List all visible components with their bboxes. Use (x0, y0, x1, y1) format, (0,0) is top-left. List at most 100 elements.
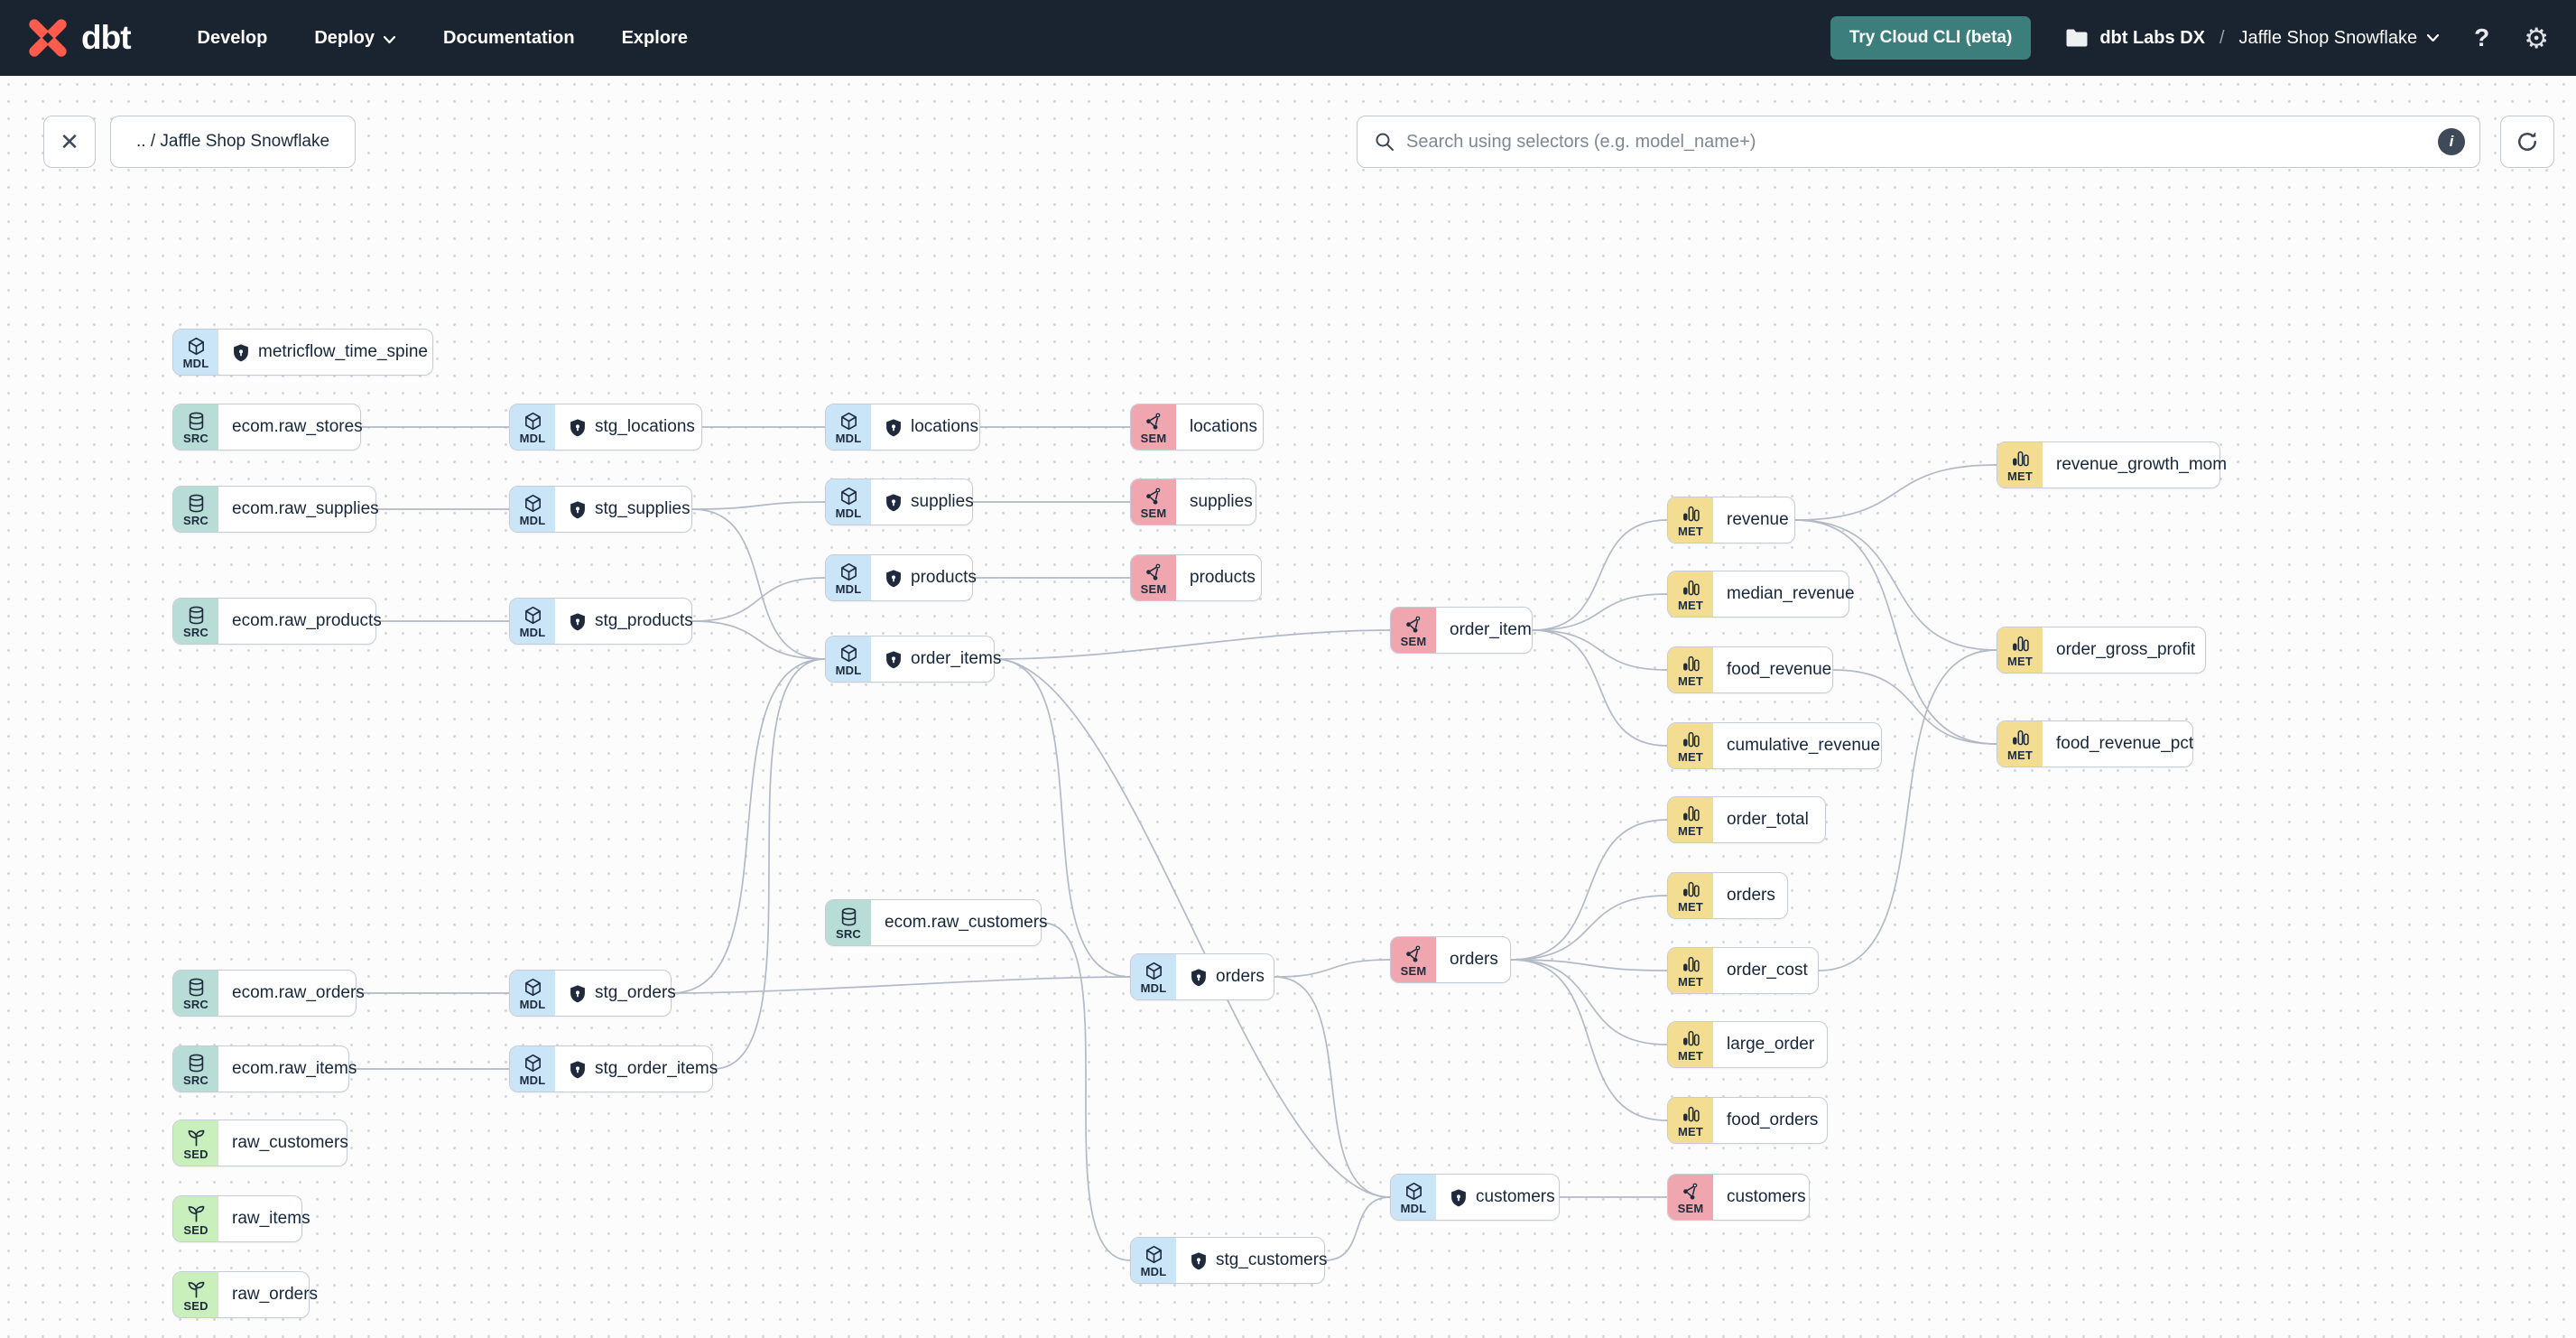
edge-met_order_cost-to-met_order_gross_profit (1818, 649, 1997, 971)
node-label: supplies (1190, 492, 1253, 511)
nav-item-deploy[interactable]: Deploy (314, 28, 396, 49)
info-icon[interactable]: i (2438, 128, 2465, 155)
node-label: ecom.raw_orders (232, 983, 365, 1002)
breadcrumb[interactable]: .. / Jaffle Shop Snowflake (110, 116, 357, 168)
dbt-logo-icon (29, 19, 67, 57)
sem-type-icon: SEM (1131, 404, 1176, 450)
edge-stg_orders-to-mdl_orders (671, 976, 1131, 994)
close-button[interactable]: ✕ (43, 116, 96, 168)
help-icon[interactable]: ? (2474, 23, 2490, 51)
mdl-type-icon: MDL (510, 487, 555, 532)
shield-icon (886, 569, 901, 587)
nav-item-explore[interactable]: Explore (621, 27, 688, 48)
node-label: order_total (1727, 810, 1809, 829)
node-mdl-supplies[interactable]: MDL supplies (825, 479, 974, 525)
node-label: large_order (1727, 1035, 1815, 1054)
refresh-button[interactable] (2500, 116, 2554, 168)
node-label: order_gross_profit (2056, 640, 2196, 659)
nav-item-develop[interactable]: Develop (197, 27, 268, 48)
met-type-icon: MET (1668, 1022, 1713, 1067)
node-label: supplies (911, 492, 974, 511)
met-type-icon: MET (1668, 723, 1713, 768)
project-name[interactable]: Jaffle Shop Snowflake (2239, 28, 2441, 49)
mdl-type-icon: MDL (510, 599, 555, 644)
selector-search: i (1357, 116, 2480, 168)
nav-item-documentation[interactable]: Documentation (443, 27, 575, 48)
mdl-type-icon: MDL (826, 555, 871, 600)
shield-icon (1451, 1188, 1466, 1206)
sed-type-icon: SED (173, 1272, 218, 1317)
account-project-switcher[interactable]: dbt Labs DX / Jaffle Shop Snowflake (2065, 28, 2440, 49)
shield-icon (234, 343, 248, 361)
met-type-icon: MET (1997, 721, 2043, 767)
mdl-type-icon: MDL (826, 636, 871, 682)
lineage-canvas[interactable]: ✕ .. / Jaffle Shop Snowflake i MDLmetric… (0, 76, 2576, 1338)
node-met-large-order[interactable]: MET large_order (1667, 1021, 1828, 1068)
node-label: median_revenue (1727, 584, 1855, 603)
node-label: revenue (1727, 510, 1789, 529)
src-type-icon: SRC (173, 487, 218, 532)
gear-icon[interactable]: ⚙ (2524, 22, 2549, 54)
node-label: orders (1727, 886, 1775, 905)
src-type-icon: SRC (173, 404, 218, 450)
edge-stg_order_items-to-order_items (712, 658, 826, 1070)
node-src-ecom-raw-products[interactable]: SRC ecom.raw_products (172, 598, 382, 645)
search-input[interactable] (1406, 131, 2427, 153)
node-label: food_revenue_pct (2056, 734, 2194, 753)
dbt-logo[interactable]: dbt (27, 17, 132, 59)
edge-sem_orders-to-met_large_order (1510, 959, 1668, 1045)
node-label: stg_orders (595, 983, 676, 1002)
node-label: stg_customers (1216, 1250, 1328, 1269)
try-cloud-cli-button[interactable]: Try Cloud CLI (beta) (1830, 16, 2032, 60)
edge-stg_orders-to-order_items (671, 658, 826, 994)
node-label: ecom.raw_products (232, 611, 382, 630)
node-mdl-stg-supplies[interactable]: MDL stg_supplies (509, 486, 692, 533)
edge-stg_products-to-order_items (691, 620, 826, 660)
src-type-icon: SRC (173, 1046, 218, 1092)
mdl-type-icon: MDL (826, 479, 871, 525)
node-met-food-revenue-pct[interactable]: MET food_revenue_pct (1997, 720, 2193, 767)
src-type-icon: SRC (173, 599, 218, 644)
mdl-type-icon: MDL (510, 1046, 555, 1092)
node-label: stg_supplies (595, 499, 690, 518)
breadcrumb-separator: / (2219, 27, 2225, 48)
account-name: dbt Labs DX (2099, 27, 2205, 48)
edge-met_revenue-to-met_food_revenue_pct (1794, 519, 1997, 745)
shield-icon (570, 418, 585, 436)
